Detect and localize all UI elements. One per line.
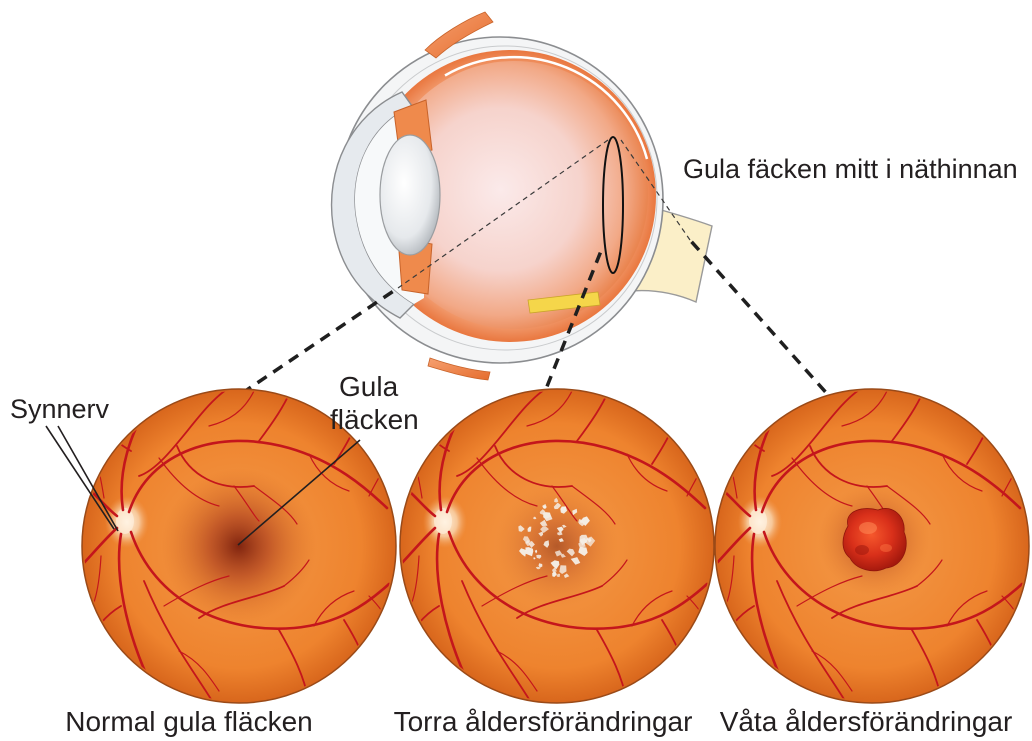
eye-cross-section (332, 12, 712, 380)
retina-panel-normal (81, 388, 396, 704)
macula-label-line1: Gula (339, 371, 399, 402)
caption-dry: Torra åldersförändringar (394, 706, 693, 737)
lesion-highlight (880, 544, 892, 552)
hemorrhage-lesion (843, 508, 906, 570)
optic-disc-highlight (434, 508, 452, 534)
macula-label-line2: fläcken (330, 404, 419, 435)
connector-wet (690, 240, 838, 406)
lesion-highlight (859, 522, 877, 534)
retina-panel-dry (399, 388, 714, 704)
macula-location-label: Gula fäcken mitt i näthinnan (683, 154, 1018, 184)
lesion-dark-spot (855, 545, 869, 555)
caption-wet: Våta åldersförändringar (720, 706, 1013, 737)
optic-nerve-label: Synnerv (10, 394, 110, 424)
optic-disc-highlight (116, 508, 134, 534)
lesion-body (843, 508, 906, 570)
optic-disc-highlight (749, 508, 767, 534)
retina-panel-wet (714, 388, 1029, 704)
lens (380, 135, 440, 255)
caption-normal: Normal gula fläcken (65, 706, 312, 737)
